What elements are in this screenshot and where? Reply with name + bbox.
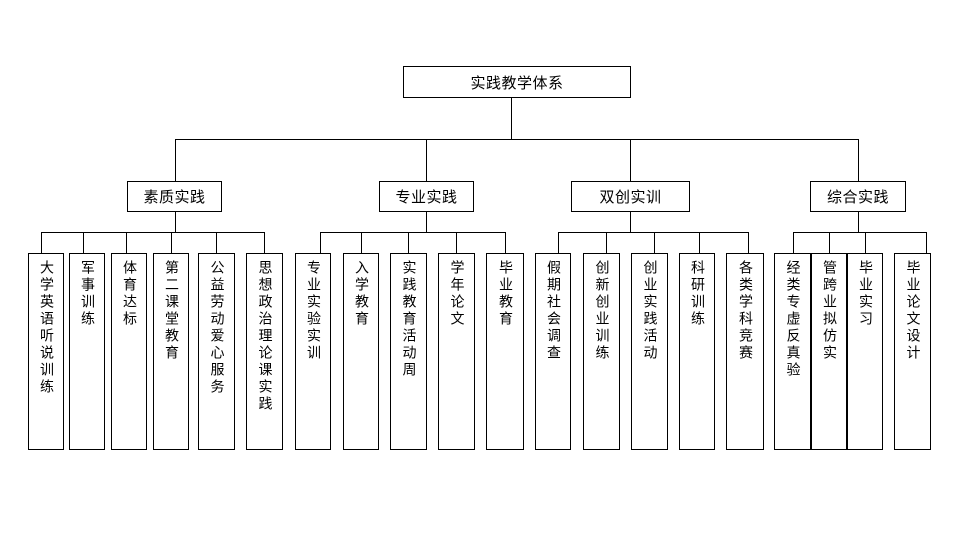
leaf-node: 军事训练 — [69, 253, 105, 450]
leaf-node: 毕业论文设计 — [894, 253, 931, 450]
category-zonghe: 综合实践 — [810, 181, 906, 212]
leaf-node: 毕业教育 — [486, 253, 524, 450]
group-2-stem — [426, 212, 427, 232]
leaf-node: 思想政治理论课实践 — [246, 253, 283, 450]
leaf-label: 思想政治理论课实践 — [256, 260, 273, 413]
leaf-node: 公益劳动爱心服务 — [198, 253, 235, 450]
leaf-label: 经类专虚反真验 — [784, 260, 801, 379]
leaf-node: 创新创业训练 — [583, 253, 620, 450]
item-drop — [264, 232, 265, 253]
item-drop — [558, 232, 559, 253]
leaf-node: 毕业实习 — [847, 253, 883, 450]
item-drop — [171, 232, 172, 253]
leaf-label: 第二课堂教育 — [163, 260, 179, 362]
root-connector — [511, 98, 512, 139]
leaf-label: 实践教育活动周 — [400, 260, 417, 379]
root-label: 实践教学体系 — [470, 73, 564, 92]
leaf-node: 专业实验实训 — [295, 253, 331, 450]
leaf-label: 科研训练 — [689, 260, 705, 328]
category-suzhi: 素质实践 — [127, 181, 222, 212]
category-3-drop — [630, 139, 631, 181]
item-drop — [606, 232, 607, 253]
leaf-label: 各类学科竞赛 — [737, 260, 753, 362]
leaf-node: 经类专虚反真验 — [774, 253, 811, 450]
leaf-label: 学年论文 — [448, 260, 465, 328]
leaf-node: 体育达标 — [111, 253, 147, 450]
leaf-label: 毕业论文设计 — [904, 260, 921, 362]
category-1-drop — [175, 139, 176, 181]
category-label: 专业实践 — [395, 188, 458, 206]
item-drop — [361, 232, 362, 253]
leaf-label: 公益劳动爱心服务 — [208, 260, 225, 396]
item-drop — [83, 232, 84, 253]
item-drop — [654, 232, 655, 253]
item-drop — [216, 232, 217, 253]
leaf-label: 假期社会调查 — [545, 260, 561, 362]
leaf-label: 管跨业拟仿实 — [821, 260, 837, 362]
leaf-node: 各类学科竞赛 — [726, 253, 764, 450]
leaf-label: 毕业实习 — [857, 260, 873, 328]
item-drop — [41, 232, 42, 253]
item-drop — [926, 232, 927, 253]
item-drop — [408, 232, 409, 253]
category-label: 素质实践 — [143, 188, 206, 206]
category-2-drop — [426, 139, 427, 181]
item-drop — [748, 232, 749, 253]
item-drop — [793, 232, 794, 253]
group-3-bus — [558, 232, 748, 233]
root-node: 实践教学体系 — [403, 66, 631, 98]
leaf-node: 入学教育 — [343, 253, 379, 450]
leaf-node: 学年论文 — [438, 253, 475, 450]
group-2-bus — [320, 232, 505, 233]
leaf-node: 假期社会调查 — [535, 253, 571, 450]
item-drop — [320, 232, 321, 253]
item-drop — [865, 232, 866, 253]
category-4-drop — [858, 139, 859, 181]
group-3-stem — [630, 212, 631, 232]
item-drop — [456, 232, 457, 253]
leaf-label: 军事训练 — [79, 260, 95, 328]
category-bus — [175, 139, 858, 140]
group-4-stem — [858, 212, 859, 232]
leaf-label: 毕业教育 — [497, 260, 513, 328]
leaf-label: 入学教育 — [353, 260, 369, 328]
leaf-label: 专业实验实训 — [305, 260, 321, 362]
leaf-node: 创业实践活动 — [631, 253, 668, 450]
leaf-node: 大学英语听说训练 — [28, 253, 64, 450]
leaf-node: 管跨业拟仿实 — [811, 253, 847, 450]
group-4-bus — [793, 232, 926, 233]
leaf-label: 创新创业训练 — [593, 260, 610, 362]
item-drop — [126, 232, 127, 253]
group-1-bus — [41, 232, 264, 233]
item-drop — [505, 232, 506, 253]
leaf-node: 科研训练 — [679, 253, 715, 450]
leaf-label: 大学英语听说训练 — [38, 260, 54, 396]
leaf-node: 第二课堂教育 — [153, 253, 189, 450]
category-shuangchuang: 双创实训 — [571, 181, 690, 212]
item-drop — [699, 232, 700, 253]
leaf-label: 创业实践活动 — [641, 260, 658, 362]
group-1-stem — [175, 212, 176, 232]
leaf-node: 实践教育活动周 — [390, 253, 427, 450]
category-label: 综合实践 — [826, 188, 889, 206]
category-zhuanye: 专业实践 — [379, 181, 474, 212]
leaf-label: 体育达标 — [121, 260, 137, 328]
item-drop — [829, 232, 830, 253]
category-label: 双创实训 — [599, 188, 662, 206]
